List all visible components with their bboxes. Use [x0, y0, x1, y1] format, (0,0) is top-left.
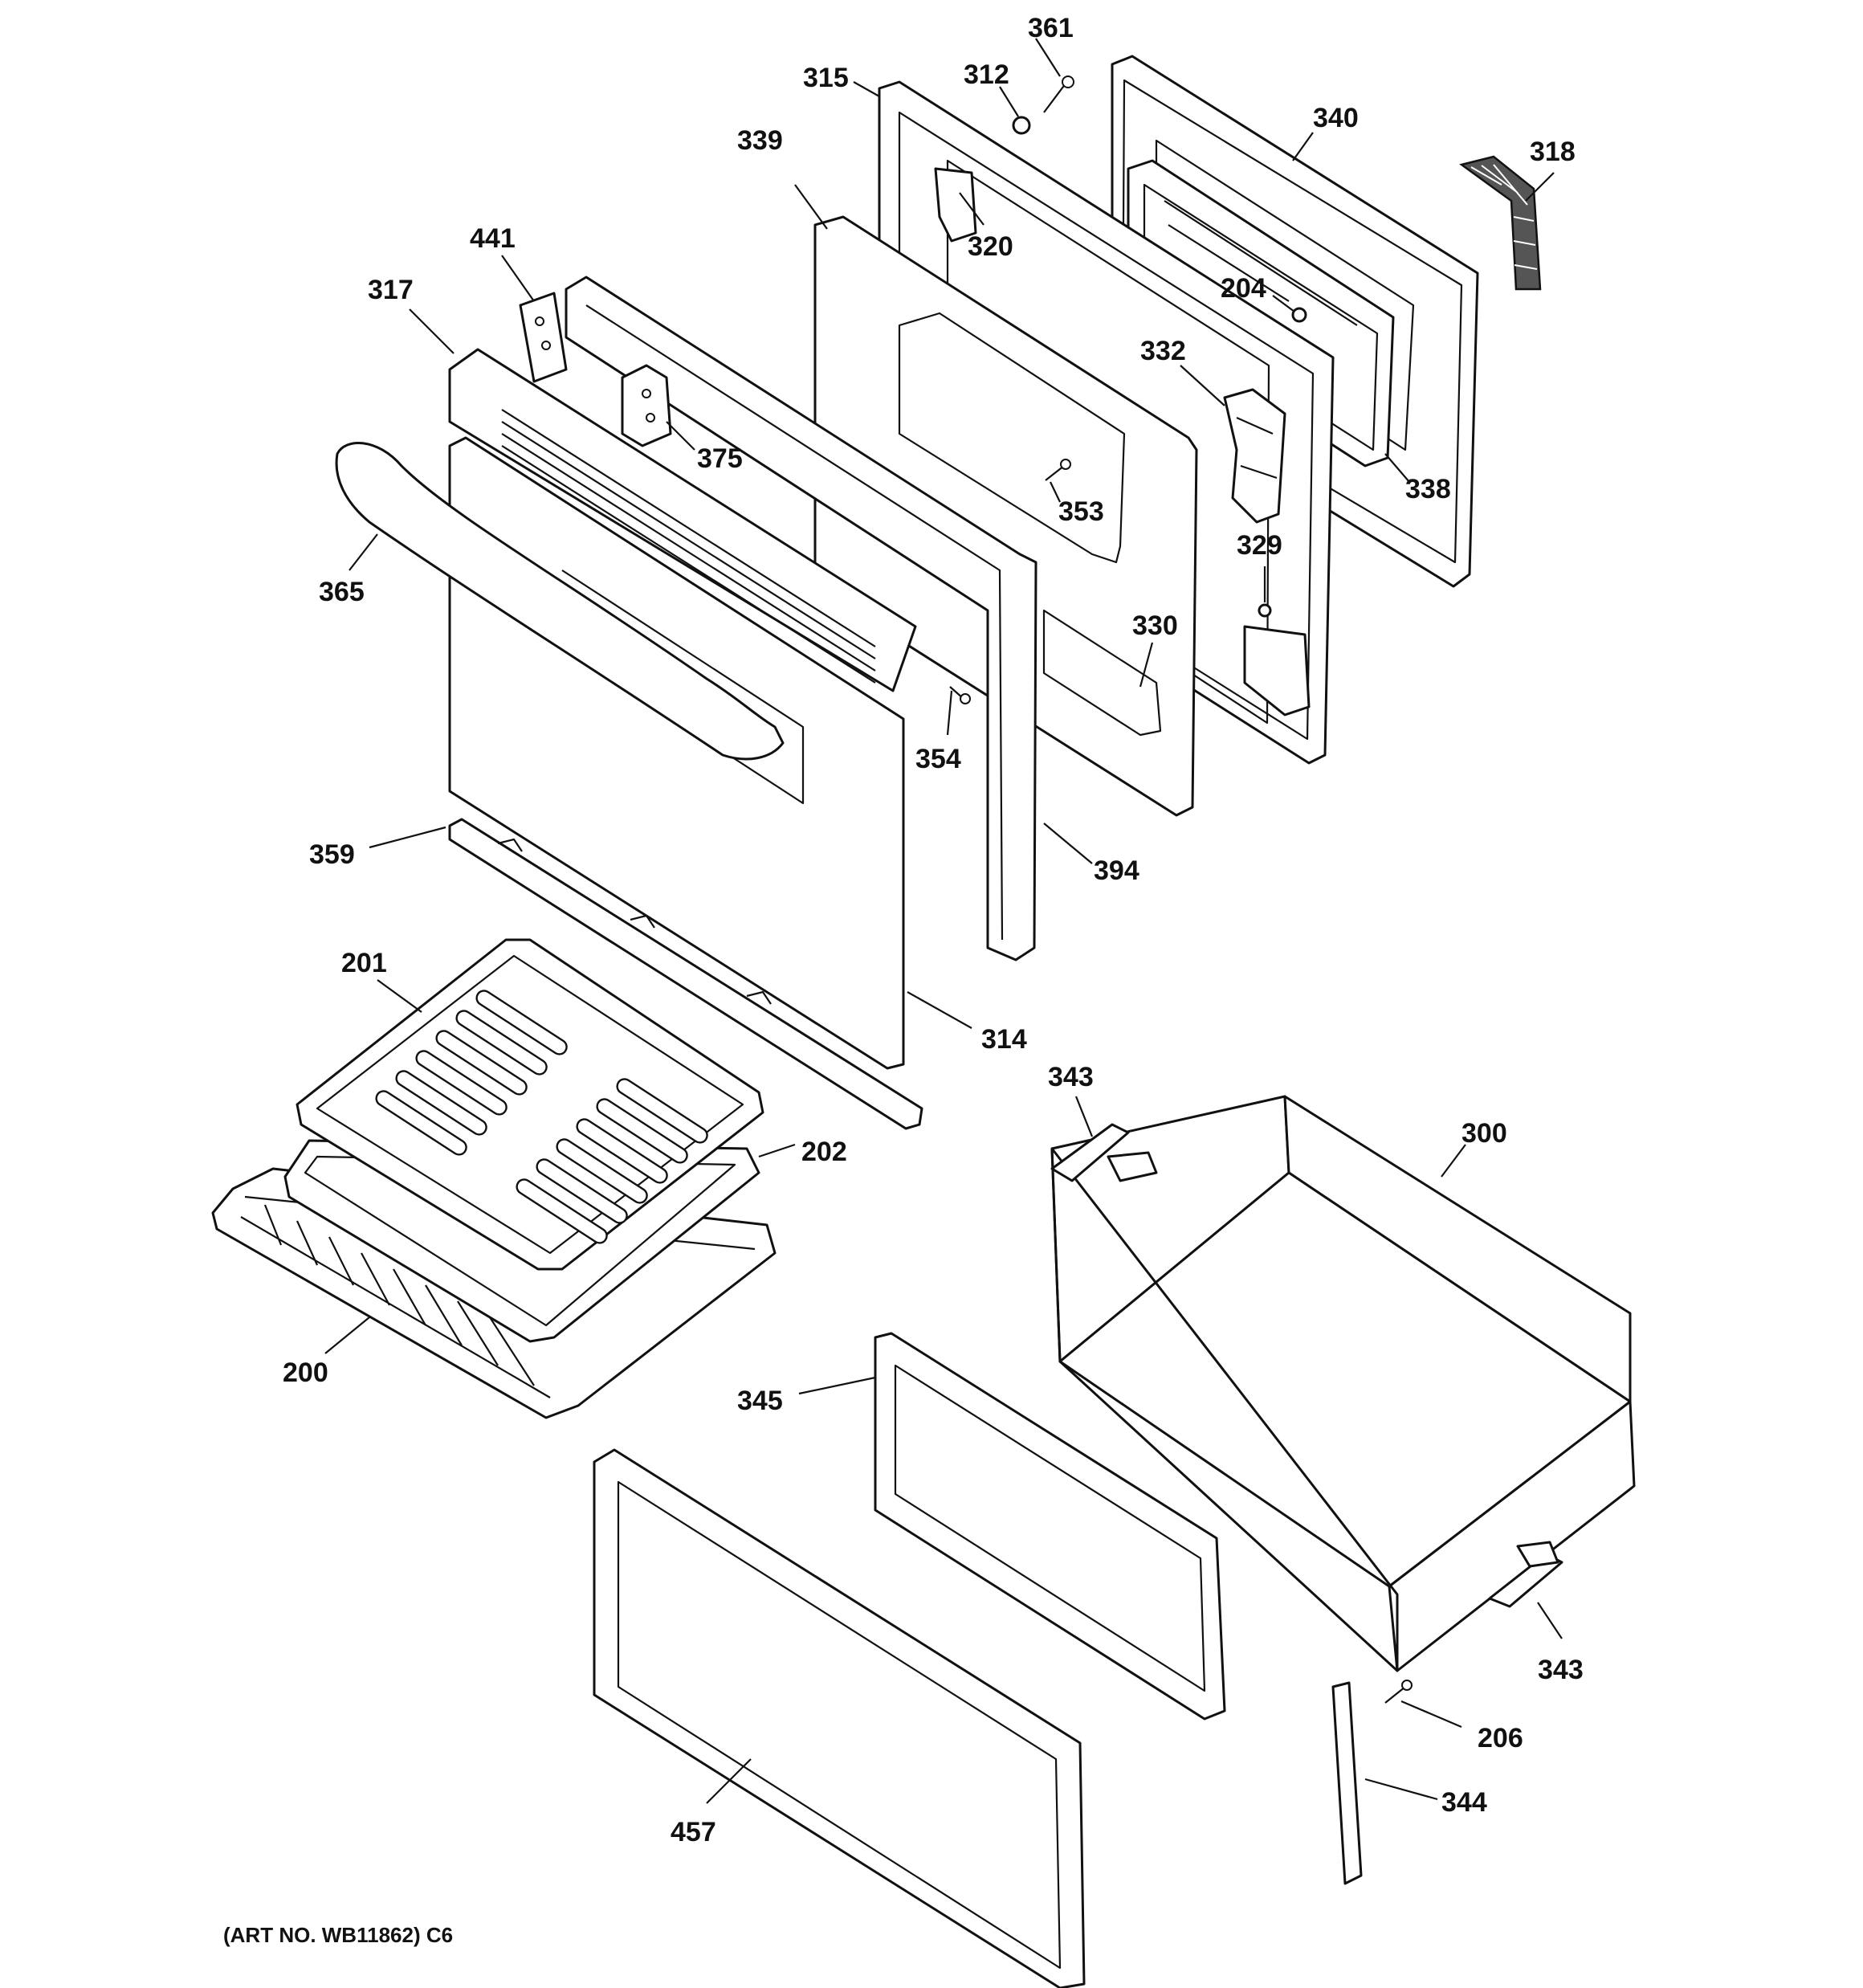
callout-329: 329 — [1237, 530, 1282, 561]
callout-340: 340 — [1313, 103, 1359, 133]
callout-312: 312 — [964, 59, 1009, 90]
part-394-door-frame — [565, 276, 1037, 961]
callout-200: 200 — [283, 1357, 328, 1388]
fastener-312-nut — [1012, 116, 1031, 135]
callout-365: 365 — [319, 577, 365, 607]
part-457-drawer-front — [593, 1448, 1086, 1988]
fastener-361-screw — [1043, 76, 1074, 113]
callout-204: 204 — [1221, 273, 1266, 304]
callout-318: 318 — [1530, 137, 1576, 167]
callout-353: 353 — [1058, 496, 1104, 527]
callout-320: 320 — [968, 231, 1013, 262]
callout-338: 338 — [1405, 474, 1451, 504]
callout-345: 345 — [737, 1386, 783, 1416]
part-345-drawer-inner-panel — [874, 1332, 1226, 1721]
part-343-slide-bracket-upper — [1050, 1123, 1158, 1182]
part-300-drawer-body — [1050, 1095, 1636, 1672]
callout-300: 300 — [1461, 1118, 1507, 1149]
part-330-insulation-bracket — [1042, 609, 1162, 737]
part-375-hinge-bracket — [621, 364, 672, 447]
grid-slots — [375, 990, 708, 1244]
callout-361: 361 — [1028, 13, 1074, 43]
part-359-bottom-trim — [448, 818, 923, 1130]
callout-315: 315 — [803, 63, 849, 93]
part-365-door-handle — [335, 442, 785, 761]
part-344-drawer-slide-rail — [1331, 1681, 1363, 1885]
part-329-lower-hinge — [1243, 625, 1311, 716]
part-201-broiler-grid — [296, 938, 764, 1271]
part-332-insulation-block — [1223, 388, 1286, 524]
callout-375: 375 — [697, 443, 743, 474]
rack-wires — [263, 1204, 535, 1386]
callout-201: 201 — [341, 948, 387, 978]
callout-314: 314 — [981, 1024, 1027, 1055]
callout-457: 457 — [671, 1817, 716, 1847]
fastener-329-screw — [1258, 603, 1272, 618]
callout-344: 344 — [1441, 1787, 1487, 1818]
fastener-353-screw — [1045, 459, 1071, 481]
part-317-vent-trim — [448, 348, 917, 692]
callout-394: 394 — [1094, 855, 1139, 886]
part-343-slide-bracket-lower — [1488, 1541, 1563, 1608]
fastener-206-screw — [1384, 1680, 1413, 1704]
callout-343-lower: 343 — [1538, 1655, 1584, 1685]
callout-206: 206 — [1478, 1723, 1523, 1753]
fastener-354-screw — [949, 686, 971, 704]
callout-330: 330 — [1132, 610, 1178, 641]
callout-202: 202 — [801, 1137, 847, 1167]
callout-labels: 361 312 315 340 318 339 320 441 204 317 … — [283, 13, 1584, 1847]
part-318-door-gasket — [1459, 155, 1542, 291]
callout-343-upper: 343 — [1048, 1062, 1094, 1092]
part-441-hinge-bracket — [519, 292, 568, 383]
callout-339: 339 — [737, 125, 783, 156]
leader-lines — [324, 38, 1563, 1804]
part-320-hinge — [934, 167, 977, 243]
callout-317: 317 — [368, 275, 414, 305]
callout-359: 359 — [309, 839, 355, 870]
callout-441: 441 — [470, 223, 516, 254]
callout-354: 354 — [915, 744, 961, 774]
art-number-caption: (ART NO. WB11862) C6 — [223, 1923, 453, 1947]
callout-332: 332 — [1140, 336, 1186, 366]
fastener-204-screw — [1291, 307, 1307, 323]
